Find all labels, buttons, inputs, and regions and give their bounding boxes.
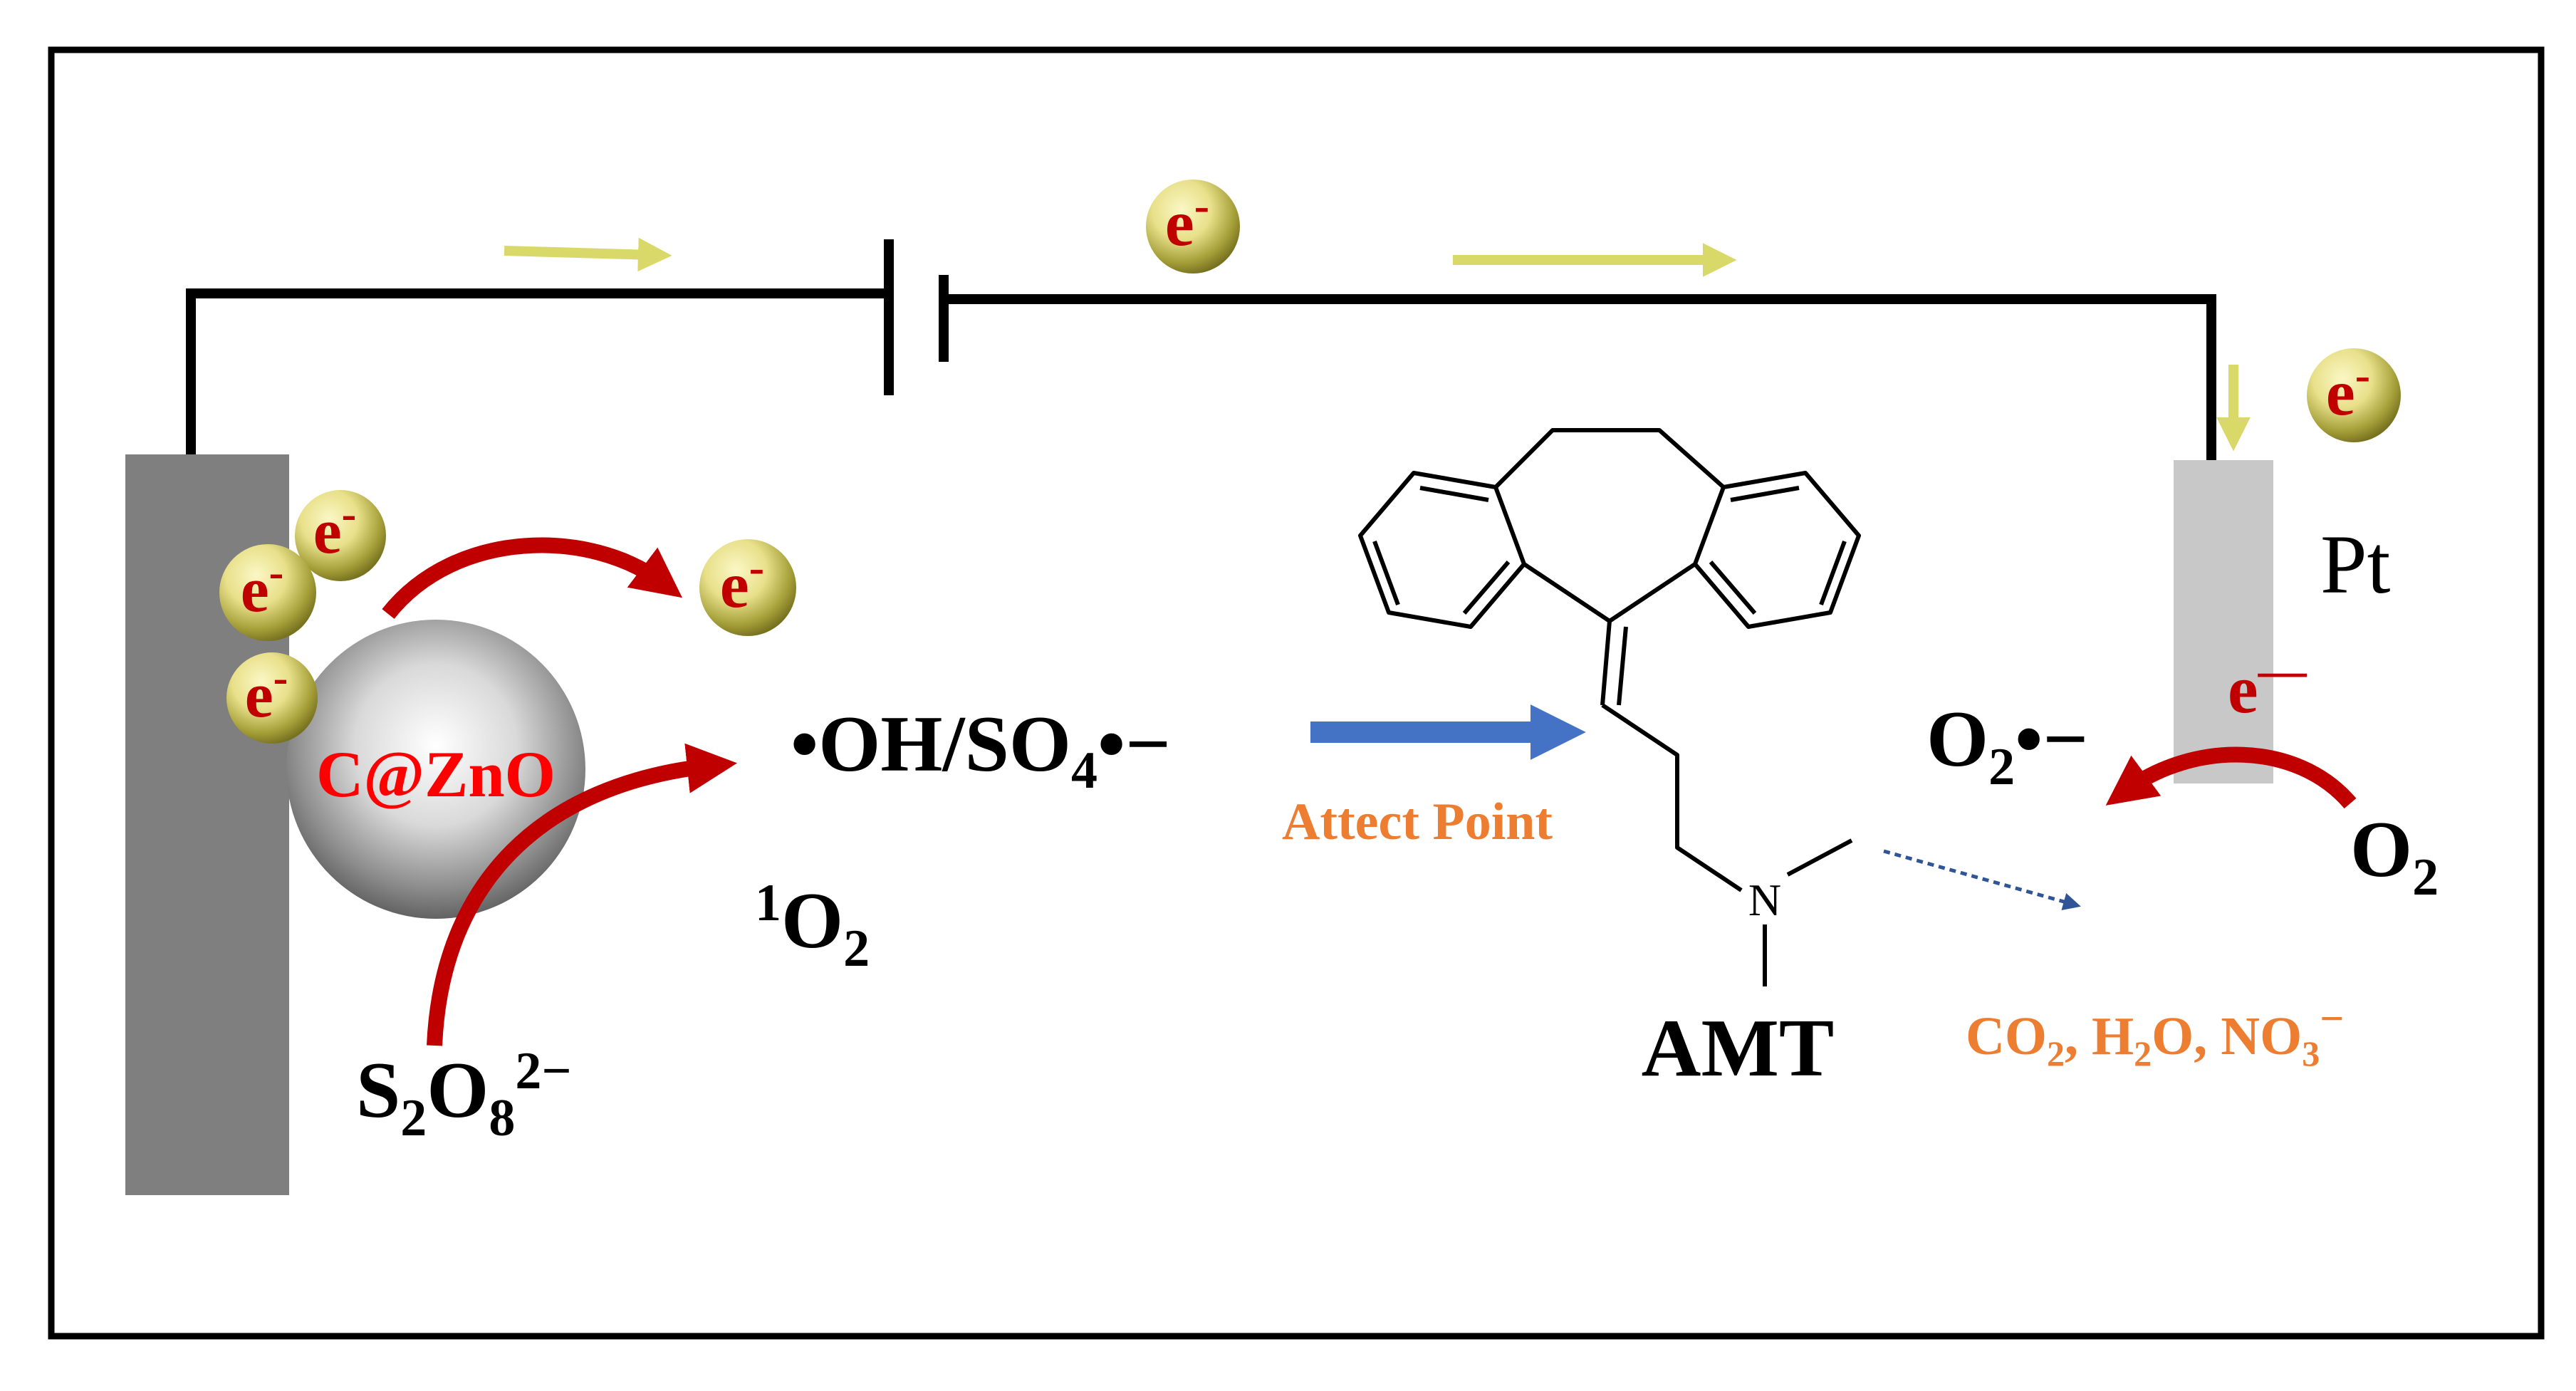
cathode-label: Pt	[2320, 518, 2391, 611]
circuit-wire	[186, 239, 2216, 472]
electron-charge-long: —	[2258, 643, 2308, 697]
amt-nitrogen-label: N	[1748, 875, 1781, 925]
svg-text:e-: e-	[720, 542, 764, 621]
radicals-label: •OH/SO4•−	[791, 700, 1171, 800]
cathode-electrode	[2174, 460, 2273, 783]
cathode-electron-label: e—	[2228, 643, 2308, 727]
svg-text:e-: e-	[2326, 350, 2370, 429]
svg-text:e-: e-	[245, 654, 288, 731]
electron-letter: e	[2228, 651, 2258, 727]
diagram-frame	[48, 46, 2545, 1340]
red-arrow-oxygen-reduction	[2105, 746, 2357, 809]
electron-charge: -	[1194, 180, 1209, 231]
electron-ball: e-	[226, 652, 318, 744]
electron-ball: e-	[699, 539, 796, 636]
electron-ball: e-	[295, 490, 386, 581]
svg-text:e-: e-	[313, 490, 357, 567]
attack-point-label: Attect Point	[1282, 793, 1553, 851]
electron-letter: e	[2326, 356, 2355, 429]
svg-text:e-: e-	[1165, 180, 1209, 259]
degradation-arrow	[1883, 849, 2081, 911]
products-label: CO2, H2O, NO3−	[1966, 995, 2344, 1073]
electron-letter: e	[1165, 187, 1194, 259]
electron-ball: e-	[2307, 348, 2401, 442]
catalyst-label: C@ZnO	[316, 738, 556, 811]
superoxide-label: O2•−	[1926, 695, 2088, 796]
electron-letter: e	[245, 660, 273, 731]
electron-charge: -	[2355, 350, 2370, 400]
electron-charge: -	[749, 542, 764, 593]
oxygen-label: O2	[2350, 806, 2439, 907]
red-arrow-electron-release	[382, 537, 683, 619]
electron-ball: e-	[1146, 179, 1240, 273]
red-arrow-persulfate-activation	[427, 743, 738, 1046]
electron-ball: e-	[219, 544, 316, 641]
electron-letter: e	[241, 555, 269, 625]
amt-molecule	[1358, 428, 1861, 986]
electron-charge: -	[269, 548, 284, 597]
electron-charge: -	[342, 490, 357, 538]
electron-charge: -	[273, 654, 288, 702]
electron-letter: e	[720, 548, 749, 621]
svg-text:e-: e-	[241, 548, 284, 625]
amt-name-label: AMT	[1642, 1003, 1835, 1094]
singlet-oxygen-label: 1O2	[755, 874, 870, 978]
persulfate-label: S2O82−	[356, 1042, 572, 1147]
electron-letter: e	[313, 496, 342, 567]
arrow-top-left	[504, 237, 672, 272]
